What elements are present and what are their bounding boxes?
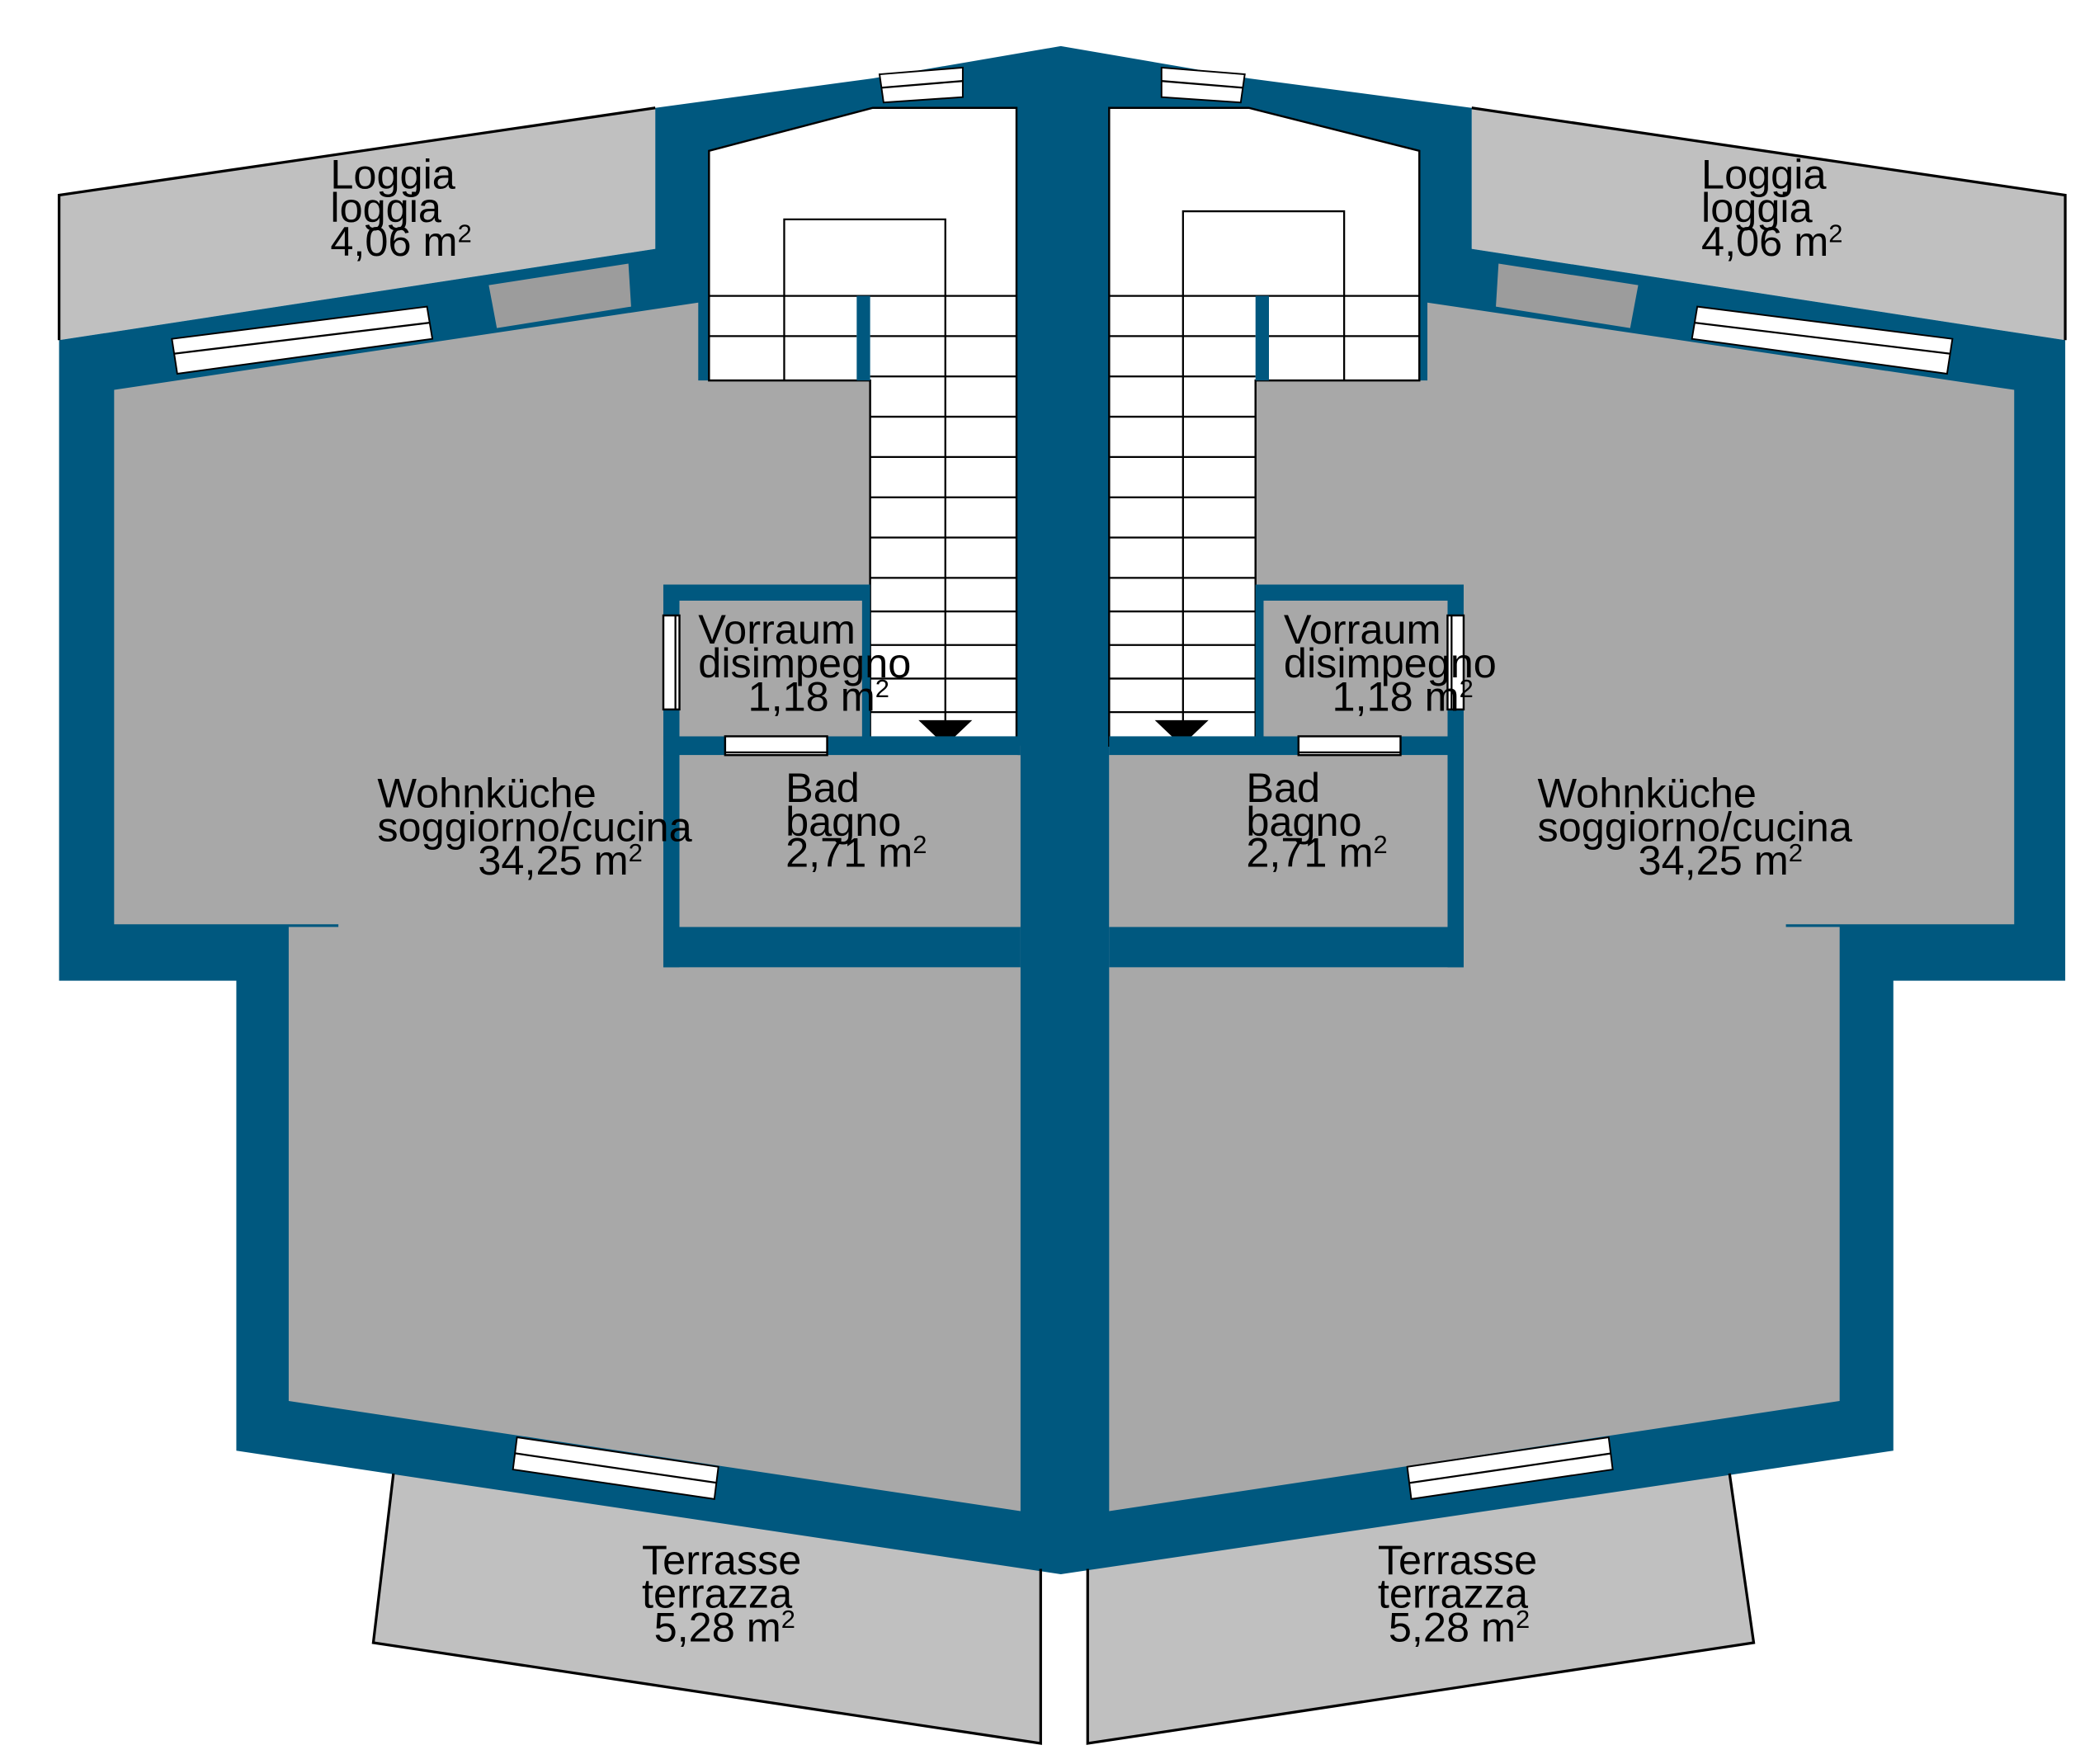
outdoor-areas — [59, 107, 2066, 1744]
living-label-left: Wohnküche soggiorno/cucina 34,25 m2 — [377, 770, 703, 884]
terrace-label-left: Terrasse terrazza 5,28 m2 — [642, 1536, 813, 1650]
loggia-floor-right — [1471, 107, 2066, 341]
terrace-label-right: Terrasse terrazza 5,28 m2 — [1378, 1536, 1549, 1650]
triangle-down-icon — [1154, 719, 1209, 746]
wet-block-left — [663, 584, 1021, 968]
bath-label-left: Bad bagno 2,71 m2 — [785, 764, 927, 875]
loggia-floor-left — [59, 107, 656, 341]
outdoor-outlines — [57, 106, 2067, 1745]
triangle-down-icon — [918, 719, 973, 746]
loggia-passage-left — [488, 263, 631, 328]
living-label-right: Wohnküche soggiorno/cucina 34,25 m2 — [1537, 770, 1863, 884]
terrace-floor-left — [373, 1473, 1041, 1744]
loggia-passage-right — [1496, 263, 1639, 328]
vestibule-label-right: Vorraum disimpegno 1,18 m2 — [1284, 606, 1508, 719]
labels-left: Loggia loggia 4,06 m2 Wohnküche soggiorn… — [330, 150, 927, 1650]
loggia-label-right: Loggia loggia 4,06 m2 — [1701, 150, 1842, 264]
windows — [171, 66, 1954, 1500]
loggia-label-left: Loggia loggia 4,06 m2 — [330, 150, 471, 264]
vestibule-label-left: Vorraum disimpegno 1,18 m2 — [698, 606, 922, 719]
bath-label-right: Bad bagno 2,71 m2 — [1246, 764, 1387, 875]
terrace-floor-right — [1087, 1473, 1754, 1744]
labels-right: Loggia loggia 4,06 m2 Wohnküche soggiorn… — [1246, 150, 1863, 1650]
